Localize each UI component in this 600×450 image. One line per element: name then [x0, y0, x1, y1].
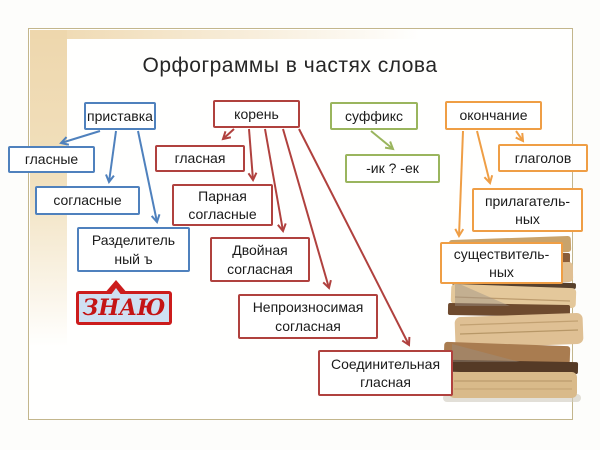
- node-suffiks: суффикс: [330, 102, 418, 130]
- arrows-okonchanie: [454, 130, 525, 239]
- node-glasnye: гласные: [8, 146, 95, 173]
- page-title: Орфограммы в частях слова: [142, 54, 438, 77]
- arrow-suffiks: [370, 130, 395, 151]
- node-soglasnye: согласные: [35, 186, 140, 215]
- node-dvoynaya-soglasnaya: Двойная согласная: [210, 237, 310, 282]
- node-parnaya-soglasnye: Парная согласные: [172, 184, 273, 226]
- node-glagolov: глаголов: [498, 144, 588, 172]
- arrows-pristavka: [59, 130, 161, 224]
- znayu-speech-bubble: ЗНАЮ: [76, 280, 172, 325]
- node-sushchestvitelnyh: существитель- ных: [440, 242, 563, 284]
- node-prilagatelnyh: прилагатель- ных: [472, 188, 583, 232]
- beige-band-top: [30, 30, 420, 39]
- node-ik-ek: -ик ? -ек: [345, 154, 440, 183]
- node-glasnaya: гласная: [155, 145, 245, 172]
- node-soedinitelnaya: Соединительная гласная: [318, 350, 453, 396]
- node-razdelitelny-znak: Разделитель ный ъ: [77, 227, 190, 272]
- node-okonchanie: окончание: [445, 101, 542, 130]
- node-pristavka: приставка: [84, 102, 156, 130]
- arrows-koren: [221, 128, 411, 347]
- node-koren: корень: [213, 100, 300, 128]
- node-neproiznosimaya: Непроизносимая согласная: [238, 294, 378, 339]
